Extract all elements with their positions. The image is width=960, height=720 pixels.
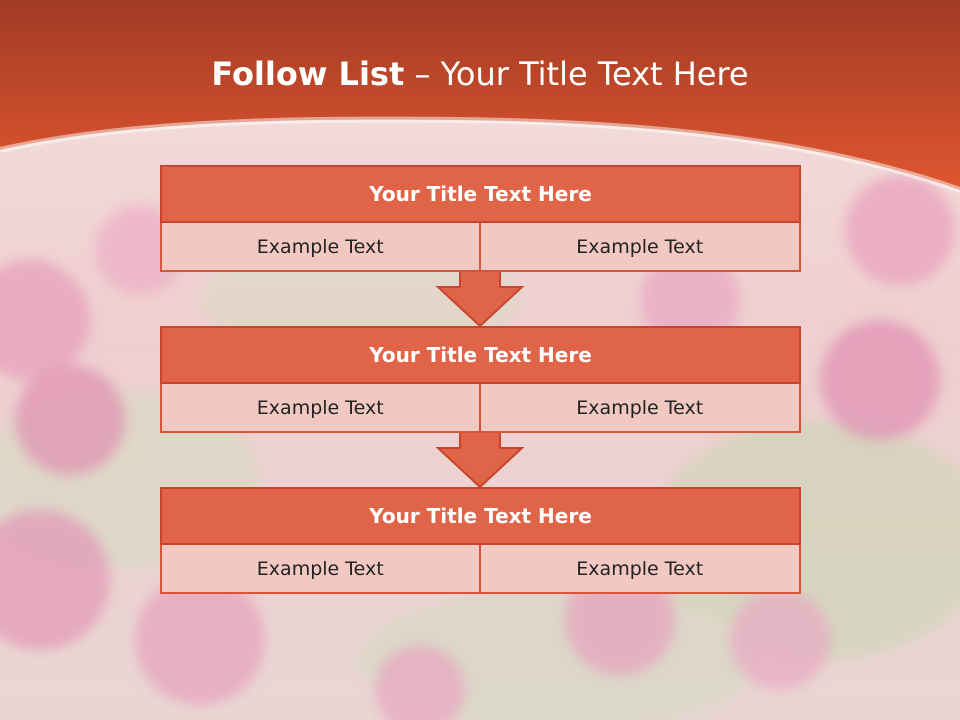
- slide-title: Follow List – Your Title Text Here: [0, 52, 960, 96]
- step-right-text: Example Text: [480, 223, 801, 272]
- step-left-text: Example Text: [160, 384, 481, 433]
- step-right-text: Example Text: [480, 384, 801, 433]
- step-left-text: Example Text: [160, 223, 481, 272]
- step-right-text: Example Text: [480, 545, 801, 594]
- step-left-text: Example Text: [160, 545, 481, 594]
- slide-title-rest: – Your Title Text Here: [404, 55, 749, 93]
- slide-title-bold: Follow List: [211, 55, 405, 93]
- step-row: Example Text Example Text: [160, 384, 801, 433]
- step-box-3: Your Title Text Here Example Text Exampl…: [160, 487, 801, 594]
- step-title: Your Title Text Here: [160, 165, 801, 223]
- step-row: Example Text Example Text: [160, 545, 801, 594]
- step-title: Your Title Text Here: [160, 326, 801, 384]
- step-title: Your Title Text Here: [160, 487, 801, 545]
- step-box-1: Your Title Text Here Example Text Exampl…: [160, 165, 801, 272]
- step-row: Example Text Example Text: [160, 223, 801, 272]
- step-box-2: Your Title Text Here Example Text Exampl…: [160, 326, 801, 433]
